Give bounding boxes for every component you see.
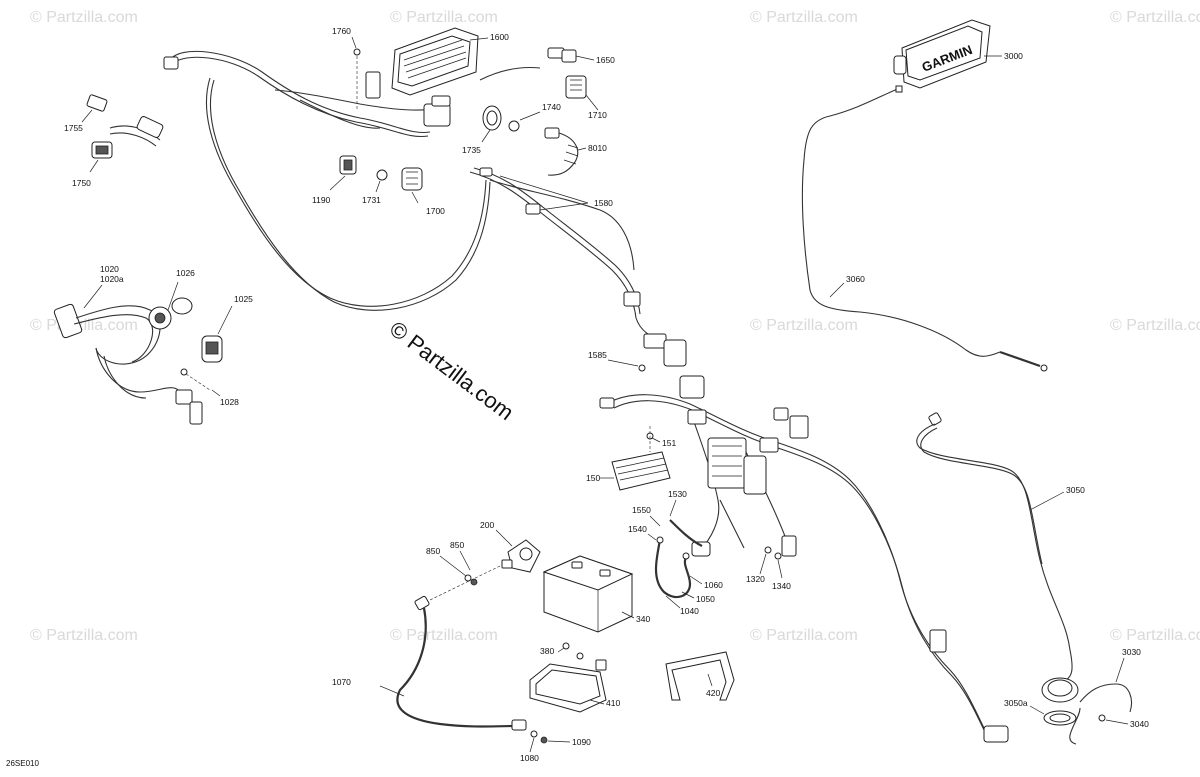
- center-watermark: © Partzilla.com: [385, 316, 518, 425]
- callout-1340: 1340: [772, 581, 791, 591]
- callout-150: 150: [586, 473, 600, 483]
- callout-1650: 1650: [596, 55, 615, 65]
- callout-1550: 1550: [632, 505, 651, 515]
- callout-3050a: 3050a: [1004, 698, 1028, 708]
- callout-850: 850: [426, 546, 440, 556]
- callout-1020a: 1020a: [100, 274, 124, 284]
- callout-1020: 1020: [100, 264, 119, 274]
- callout-850: 850: [450, 540, 464, 550]
- watermark: © Partzilla.com: [750, 317, 858, 334]
- part-1755-1750: 1755 1750: [64, 94, 164, 188]
- part-1320-1340: 1320 1340: [746, 546, 791, 591]
- callout-1580: 1580: [594, 198, 613, 208]
- callout-1060: 1060: [704, 580, 723, 590]
- part-1710: 1710: [565, 75, 607, 120]
- watermark: © Partzilla.com: [750, 9, 858, 26]
- watermark: © Partzilla.com: [390, 627, 498, 644]
- bracket-420: 420: [665, 651, 735, 701]
- callout-1760: 1760: [332, 26, 351, 36]
- callout-3000: 3000: [1004, 51, 1023, 61]
- callout-1025: 1025: [234, 294, 253, 304]
- callout-1710: 1710: [588, 110, 607, 120]
- part-1190-1731-1700: 1190 1731 1700: [312, 155, 445, 216]
- callout-1750: 1750: [72, 178, 91, 188]
- part-1650: 1650: [479, 47, 615, 81]
- callout-1585: 1585: [588, 350, 607, 360]
- watermark: © Partzilla.com: [1110, 9, 1200, 26]
- callout-1190: 1190: [312, 195, 331, 205]
- battery-cables: 1530 1550 1540 1060 1050 1040: [628, 489, 723, 616]
- cable-3050: 3050: [916, 412, 1085, 681]
- callout-340: 340: [636, 614, 650, 624]
- watermark: © Partzilla.com: [750, 627, 858, 644]
- callout-1740: 1740: [542, 102, 561, 112]
- callout-1755: 1755: [64, 123, 83, 133]
- part-1740-1735-8010: 1740 1735 8010: [462, 102, 607, 176]
- watermark-layer: © Partzilla.com © Partzilla.com © Partzi…: [30, 9, 1200, 644]
- callout-1700: 1700: [426, 206, 445, 216]
- part-1760: 1760: [332, 26, 381, 110]
- regulator-150: 150 151: [586, 426, 676, 491]
- callout-1530: 1530: [668, 489, 687, 499]
- cable-3060: 3060: [801, 85, 1048, 372]
- callout-1026: 1026: [176, 268, 195, 278]
- watermark: © Partzilla.com: [1110, 317, 1200, 334]
- callout-1028: 1028: [220, 397, 239, 407]
- part-1585: 1585: [588, 350, 646, 372]
- watermark: © Partzilla.com: [30, 9, 138, 26]
- part-1020-group: 1020 1020a 1026 1025 1028: [53, 264, 253, 425]
- callout-3050: 3050: [1066, 485, 1085, 495]
- callout-380: 380: [540, 646, 554, 656]
- callout-1540: 1540: [628, 524, 647, 534]
- watermark: © Partzilla.com: [390, 9, 498, 26]
- garmin-display: GARMIN 3000: [893, 19, 1023, 89]
- main-harness-upper: [163, 50, 491, 311]
- callout-410: 410: [606, 698, 620, 708]
- callout-151: 151: [662, 438, 676, 448]
- callout-1090: 1090: [572, 737, 591, 747]
- callout-1320: 1320: [746, 574, 765, 584]
- main-harness-lower: [599, 375, 1009, 743]
- callout-1731: 1731: [362, 195, 381, 205]
- callout-3060: 3060: [846, 274, 865, 284]
- watermark: © Partzilla.com: [30, 627, 138, 644]
- callout-1735: 1735: [462, 145, 481, 155]
- callout-1050: 1050: [696, 594, 715, 604]
- callout-8010: 8010: [588, 143, 607, 153]
- callout-200: 200: [480, 520, 494, 530]
- callout-1040: 1040: [680, 606, 699, 616]
- callout-3030: 3030: [1122, 647, 1141, 657]
- socket-3030: 3030 3050a 3040: [1004, 647, 1149, 745]
- cable-1070: 1070 1090 1080: [332, 595, 591, 763]
- callout-1080: 1080: [520, 753, 539, 763]
- battery-340: 340: [542, 555, 650, 633]
- callout-420: 420: [706, 688, 720, 698]
- solenoid-200: 200 850 850: [426, 520, 541, 601]
- battery-tray-410: 380 410: [529, 642, 620, 713]
- diagram-code: 26SE010: [6, 759, 39, 768]
- callout-1070: 1070: [332, 677, 351, 687]
- callout-3040: 3040: [1130, 719, 1149, 729]
- callout-1600: 1600: [490, 32, 509, 42]
- harness-center: 1580: [469, 167, 687, 367]
- watermark: © Partzilla.com: [30, 317, 138, 334]
- watermark: © Partzilla.com: [1110, 627, 1200, 644]
- instrument-cluster: 1600: [391, 27, 509, 96]
